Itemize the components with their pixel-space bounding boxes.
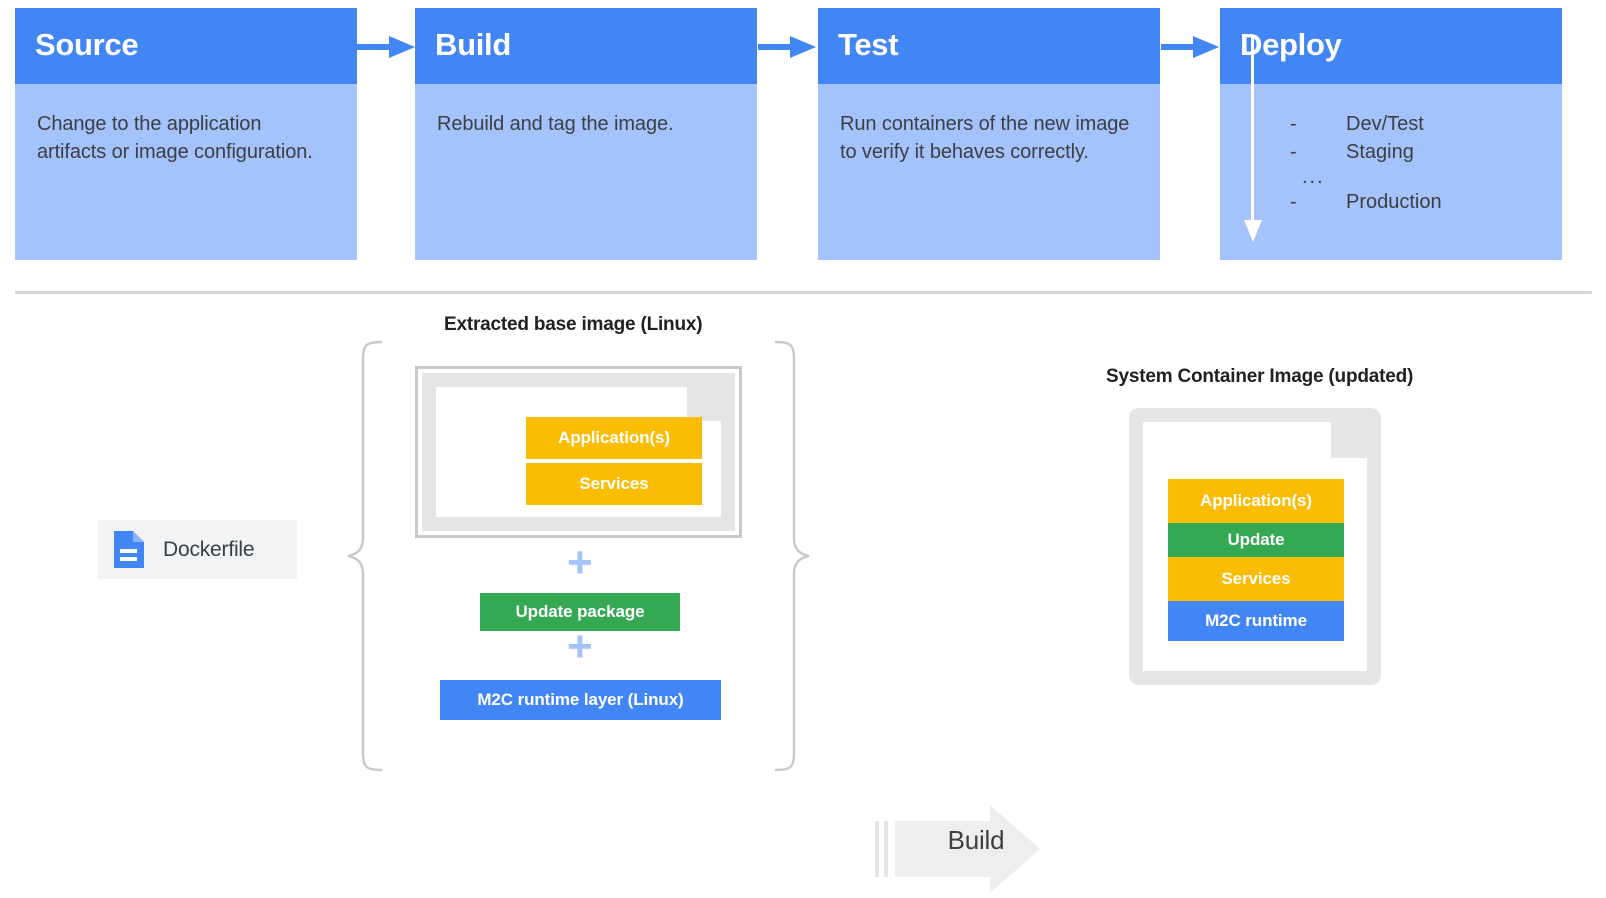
list-dash: - bbox=[1290, 141, 1297, 163]
stage-body-test: Run containers of the new image to verif… bbox=[818, 84, 1160, 260]
deploy-list-item: - Staging bbox=[1290, 138, 1442, 166]
dockerfile-label: Dockerfile bbox=[163, 537, 255, 561]
page-fold-corner-icon bbox=[687, 387, 721, 421]
base-layer-applications: Application(s) bbox=[526, 417, 702, 459]
base-image-page: Application(s) Services bbox=[436, 387, 721, 517]
deploy-list-item: - Dev/Test bbox=[1290, 110, 1442, 138]
connector-arrow-build-to-test bbox=[758, 33, 816, 61]
system-layer-m2c-runtime: M2C runtime bbox=[1168, 601, 1344, 641]
right-curly-brace bbox=[772, 340, 812, 777]
build-arrow-label: Build bbox=[947, 825, 1005, 855]
update-package-box: Update package bbox=[480, 593, 680, 631]
deploy-env-label: Production bbox=[1346, 191, 1442, 213]
image-build-diagram: Extracted base image (Linux) System Cont… bbox=[0, 300, 1606, 893]
stage-title-build: Build bbox=[435, 27, 511, 62]
stage-description-build: Rebuild and tag the image. bbox=[437, 113, 674, 135]
deploy-environment-list: - Dev/Test - Staging ... - Production bbox=[1290, 110, 1442, 216]
stage-header-build: Build bbox=[415, 8, 757, 84]
pipeline-stage-deploy[interactable]: Deploy - Dev/Test - Staging ... bbox=[1220, 8, 1562, 260]
system-image-caption: System Container Image (updated) bbox=[1106, 366, 1414, 387]
document-icon bbox=[114, 530, 144, 568]
deploy-env-label: Staging bbox=[1346, 141, 1414, 163]
brace-left-icon bbox=[347, 340, 383, 772]
stage-description-source: Change to the application artifacts or i… bbox=[37, 113, 313, 163]
extracted-base-image-container: Application(s) Services bbox=[415, 366, 742, 538]
deploy-list-item: - Production bbox=[1290, 188, 1442, 216]
stage-description-test: Run containers of the new image to verif… bbox=[840, 113, 1130, 163]
left-curly-brace bbox=[345, 340, 385, 777]
dockerfile-chip[interactable]: Dockerfile bbox=[98, 520, 297, 579]
stage-title-deploy: Deploy bbox=[1240, 27, 1342, 62]
base-layer-services: Services bbox=[526, 463, 702, 505]
stage-title-source: Source bbox=[35, 27, 139, 62]
brace-right-icon bbox=[774, 340, 810, 772]
pipeline-stage-build[interactable]: Build Rebuild and tag the image. bbox=[415, 8, 757, 260]
stage-body-deploy: - Dev/Test - Staging ... - Production bbox=[1220, 36, 1562, 260]
stage-body-build: Rebuild and tag the image. bbox=[415, 84, 757, 260]
section-divider bbox=[15, 291, 1592, 294]
cicd-pipeline-row: Source Change to the application artifac… bbox=[0, 0, 1606, 270]
deploy-list-ellipsis-row: ... bbox=[1290, 166, 1442, 188]
arrow-right-icon bbox=[357, 36, 415, 58]
system-container-image-doc: Application(s) Update Services M2C runti… bbox=[1129, 408, 1381, 685]
stage-header-test: Test bbox=[818, 8, 1160, 84]
deploy-progression-down-arrow bbox=[1240, 36, 1266, 251]
stage-title-test: Test bbox=[838, 27, 899, 62]
system-layer-update: Update bbox=[1168, 523, 1344, 557]
base-image-inner-frame: Application(s) Services bbox=[422, 373, 735, 531]
deploy-env-label: Dev/Test bbox=[1346, 113, 1424, 135]
connector-arrow-source-to-build bbox=[357, 33, 415, 61]
build-process-arrow: Build bbox=[875, 805, 1040, 898]
plus-separator-two: + bbox=[567, 622, 593, 671]
stage-header-source: Source bbox=[15, 8, 357, 84]
system-layer-services: Services bbox=[1168, 557, 1344, 601]
ellipsis-text: ... bbox=[1302, 166, 1325, 188]
arrow-right-icon bbox=[1161, 36, 1219, 58]
m2c-runtime-layer-box: M2C runtime layer (Linux) bbox=[440, 680, 721, 720]
stage-header-deploy: Deploy bbox=[1220, 8, 1562, 84]
pipeline-stage-source[interactable]: Source Change to the application artifac… bbox=[15, 8, 357, 260]
pipeline-stage-test[interactable]: Test Run containers of the new image to … bbox=[818, 8, 1160, 260]
system-layer-applications: Application(s) bbox=[1168, 479, 1344, 523]
arrow-down-icon bbox=[1244, 36, 1262, 242]
arrow-right-icon bbox=[758, 36, 816, 58]
stage-body-source: Change to the application artifacts or i… bbox=[15, 84, 357, 260]
connector-arrow-test-to-deploy bbox=[1161, 33, 1219, 61]
list-dash: - bbox=[1290, 113, 1297, 135]
plus-separator-one: + bbox=[567, 538, 593, 587]
list-dash: - bbox=[1290, 191, 1297, 213]
base-image-caption: Extracted base image (Linux) bbox=[444, 314, 703, 335]
